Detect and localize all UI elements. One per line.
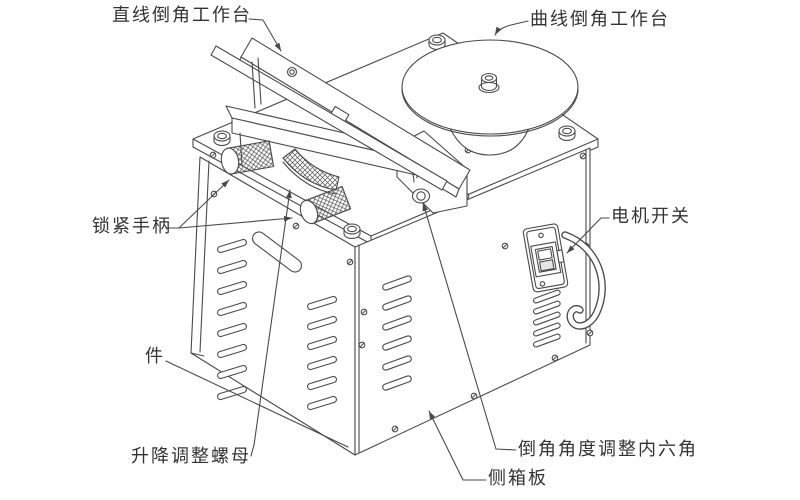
handle-cutout: [251, 231, 303, 273]
fence-bar: [210, 45, 448, 191]
leader-curved-worktable: [494, 20, 529, 36]
knurled-handle-a: [220, 140, 275, 175]
motor-switch-unit: [522, 223, 569, 293]
label-curved-chamfer-worktable: 曲线倒角工作台: [530, 9, 670, 30]
table-hub-bolt: [478, 72, 500, 94]
label-part-piece: 件: [145, 346, 165, 367]
louver-vents-left-face: [216, 238, 338, 411]
label-side-box-plate: 侧箱板: [488, 468, 548, 489]
rotary-table: [401, 39, 579, 156]
label-chamfer-angle-hex: 倒角角度调整内六角: [518, 439, 698, 460]
leader-lines: [165, 18, 610, 481]
leader-motor-switch: [566, 217, 610, 254]
machine-box: [190, 32, 606, 456]
leader-lift-nut: [250, 189, 292, 457]
straight-table-assembly: [210, 37, 471, 225]
knurled-handle-b: [299, 185, 352, 225]
louver-vents-right-face: [382, 275, 561, 391]
label-straight-chamfer-worktable: 直线倒角工作台: [112, 5, 252, 26]
leader-straight-worktable: [248, 18, 282, 52]
label-lift-adjust-nut: 升降调整螺母: [131, 446, 251, 467]
right-side-panel: [354, 147, 591, 456]
pivot-hex-bolt: [411, 188, 431, 204]
power-cord: [561, 231, 606, 330]
leader-part-piece: [165, 360, 349, 448]
leader-lock-handle-b: [178, 215, 293, 229]
label-lock-handle: 锁紧手柄: [92, 216, 172, 237]
leader-chamfer-hex: [422, 202, 517, 451]
disc-rim: [401, 88, 579, 137]
leader-side-plate: [428, 410, 487, 481]
label-motor-switch: 电机开关: [611, 206, 691, 227]
